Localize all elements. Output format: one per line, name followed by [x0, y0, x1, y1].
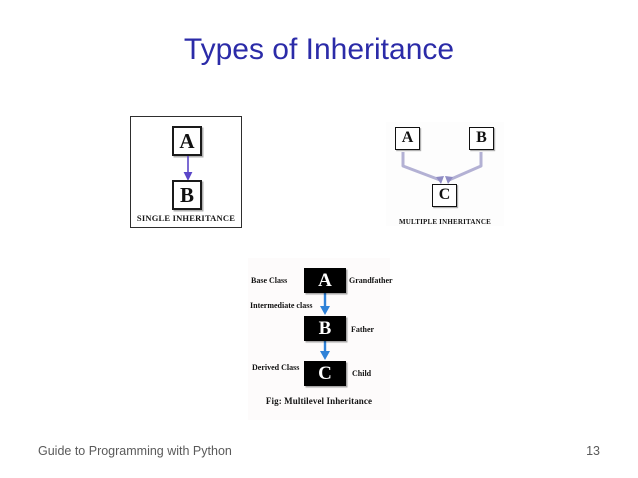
multilevel-label-grandfather: Grandfather — [349, 276, 393, 285]
multilevel-label-derived-class: Derived Class — [252, 363, 300, 372]
multilevel-label-father: Father — [351, 325, 375, 334]
single-inheritance-caption: SINGLE INHERITANCE — [136, 213, 236, 223]
figure-single-inheritance: A B SINGLE INHERITANCE — [130, 116, 242, 228]
single-node-a: A — [172, 126, 202, 156]
multilevel-inheritance-arrows-icon — [320, 293, 330, 360]
figure-multilevel-inheritance: A B C Base Class Intermediate class Deri… — [248, 258, 393, 420]
figure-multiple-inheritance: A B C MULTIPLE INHERITANCE — [386, 122, 504, 226]
multilevel-node-c: C — [304, 361, 346, 386]
multilevel-node-a: A — [304, 268, 346, 293]
footer-source-text: Guide to Programming with Python — [38, 444, 232, 458]
single-inheritance-arrow-icon — [183, 156, 193, 181]
multiple-node-c: C — [432, 184, 457, 207]
multiple-inheritance-connector-lines-icon — [401, 152, 483, 184]
multilevel-label-child: Child — [352, 369, 372, 378]
multiple-node-a: A — [395, 127, 420, 150]
multilevel-node-b: B — [304, 316, 346, 341]
multiple-node-b: B — [469, 127, 494, 150]
page-title: Types of Inheritance — [183, 33, 455, 66]
multiple-inheritance-caption: MULTIPLE INHERITANCE — [398, 218, 492, 226]
multilevel-inheritance-caption: Fig: Multilevel Inheritance — [265, 396, 373, 406]
multilevel-label-intermediate-class: Intermediate class — [250, 301, 313, 310]
multilevel-label-base-class: Base Class — [251, 276, 288, 285]
single-node-b: B — [172, 180, 202, 210]
footer-page-number: 13 — [586, 444, 600, 458]
